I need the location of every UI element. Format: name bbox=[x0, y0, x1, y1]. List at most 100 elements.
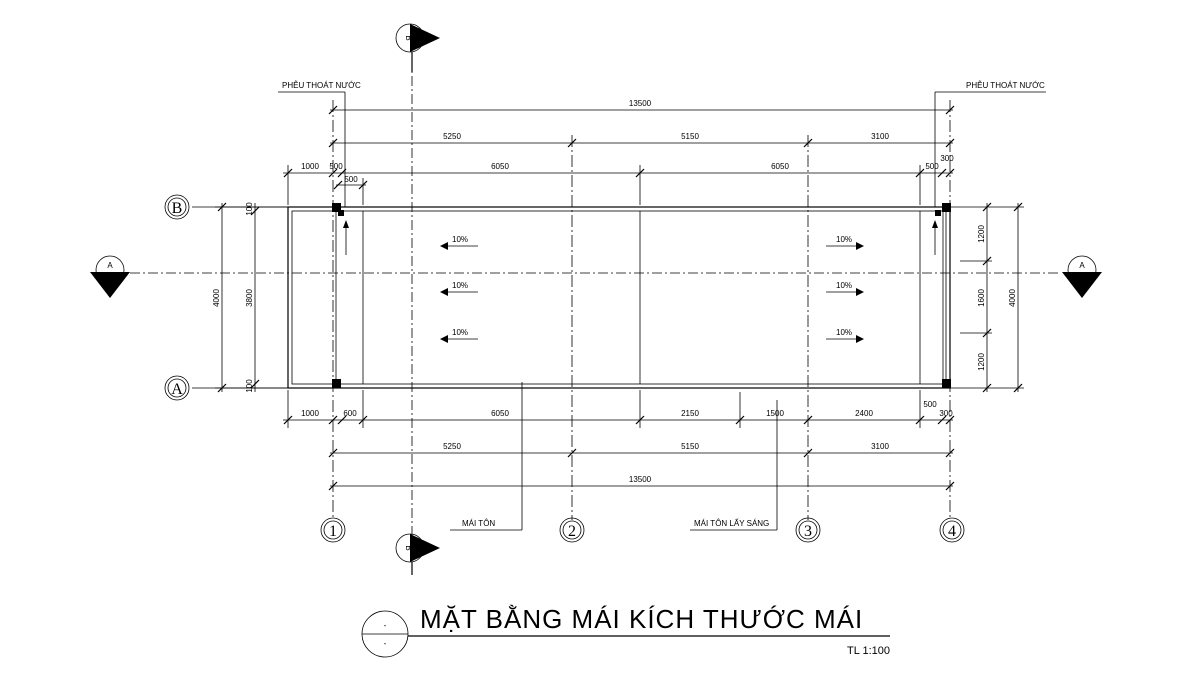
label-funnel-right: PHỄU THOÁT NƯỚC bbox=[966, 81, 1045, 90]
axis-bubble-3-inner bbox=[798, 520, 818, 540]
section-arrow-a-right-icon bbox=[1062, 272, 1102, 298]
axis-bubble-1-inner bbox=[323, 520, 343, 540]
funnel-right-icon bbox=[935, 210, 941, 216]
dim-right-3: 1200 bbox=[977, 353, 986, 371]
column-b1 bbox=[332, 203, 341, 212]
axis-bubble-1 bbox=[320, 517, 346, 543]
column-a4 bbox=[942, 379, 951, 388]
dim-bottom-detail-3: 6050 bbox=[491, 409, 509, 418]
axis-bubble-2 bbox=[559, 517, 585, 543]
dim-right-total: 4000 bbox=[1008, 289, 1017, 307]
slope-arrowhead-left-1 bbox=[440, 242, 448, 250]
funnel-right-arrowhead bbox=[932, 220, 938, 228]
dim-bottom-detail-1: 1000 bbox=[301, 409, 319, 418]
axis-label-2: 2 bbox=[568, 523, 576, 540]
section-arrow-a-left-icon bbox=[90, 272, 130, 298]
axis-bubble-a bbox=[164, 375, 190, 401]
tick bbox=[337, 415, 347, 425]
tick bbox=[945, 481, 955, 491]
slope-arrowhead-right-2 bbox=[856, 288, 864, 296]
tick bbox=[328, 448, 338, 458]
axis-label-a: A bbox=[171, 381, 183, 398]
grid-bubbles: 1 2 3 4 B A bbox=[164, 194, 965, 543]
column-a1 bbox=[332, 379, 341, 388]
left-dimensions: 4000 3800 100 100 bbox=[212, 202, 288, 393]
slope-label-right-3: 10% bbox=[836, 328, 852, 337]
tick bbox=[945, 138, 955, 148]
label-skylight: MÁI TÔN LẤY SÁNG bbox=[694, 518, 769, 528]
slope-label-left-1: 10% bbox=[452, 235, 468, 244]
tick bbox=[333, 180, 343, 190]
dim-top-detail-5: 500 bbox=[925, 162, 939, 171]
dim-bottom-grid-1: 5250 bbox=[443, 442, 461, 451]
axis-label-3: 3 bbox=[804, 523, 812, 540]
slope-arrowhead-right-1 bbox=[856, 242, 864, 250]
tick bbox=[803, 138, 813, 148]
slope-label-right-2: 10% bbox=[836, 281, 852, 290]
axis-label-b: B bbox=[172, 200, 183, 217]
slope-label-left-3: 10% bbox=[452, 328, 468, 337]
tick bbox=[937, 415, 947, 425]
dim-left-top-offset: 100 bbox=[245, 202, 254, 216]
tick bbox=[328, 138, 338, 148]
leader-labels: PHỄU THOÁT NƯỚC PHỄU THOÁT NƯỚC MÁI TÔN … bbox=[278, 81, 1046, 531]
drawing-scale: TL 1:100 bbox=[847, 645, 890, 657]
tick bbox=[945, 415, 955, 425]
tick bbox=[803, 415, 813, 425]
dim-bottom-detail-2: 600 bbox=[343, 409, 357, 418]
tick bbox=[250, 206, 260, 216]
dim-top-detail-1: 1000 bbox=[301, 162, 319, 171]
label-funnel-left: PHỄU THOÁT NƯỚC bbox=[282, 81, 361, 90]
dim-bottom-detail-7: 500 bbox=[923, 400, 937, 409]
dim-top-grid-2: 5150 bbox=[681, 132, 699, 141]
axis-bubble-2-inner bbox=[562, 520, 582, 540]
dim-bottom-detail-5: 1500 bbox=[766, 409, 784, 418]
tick bbox=[328, 168, 338, 178]
axis-label-1: 1 bbox=[329, 523, 337, 540]
dim-right-2: 1600 bbox=[977, 289, 986, 307]
section-label-b-bottom: B bbox=[404, 545, 413, 550]
dim-top-detail-4: 6050 bbox=[771, 162, 789, 171]
slope-arrowhead-right-3 bbox=[856, 335, 864, 343]
roof-outer-edge bbox=[287, 206, 951, 389]
dim-bottom-total: 13500 bbox=[629, 475, 652, 484]
roof-outline bbox=[287, 203, 951, 389]
title-marker-top: - bbox=[384, 621, 387, 630]
title-marker-bottom: - bbox=[384, 639, 387, 648]
axis-bubble-b-inner bbox=[167, 197, 187, 217]
bottom-dimensions: 1000 600 6050 2150 1500 2400 500 300 525… bbox=[283, 390, 955, 491]
tick bbox=[945, 448, 955, 458]
tick bbox=[803, 448, 813, 458]
funnel-left-icon bbox=[338, 210, 344, 216]
section-label-b-top: B bbox=[404, 35, 413, 40]
section-arrow-b-bottom-icon bbox=[410, 534, 440, 562]
dim-bottom-grid-2: 5150 bbox=[681, 442, 699, 451]
slope-arrowhead-left-2 bbox=[440, 288, 448, 296]
dim-bottom-detail-4: 2150 bbox=[681, 409, 699, 418]
slope-label-right-1: 10% bbox=[836, 235, 852, 244]
tick bbox=[328, 415, 338, 425]
tick bbox=[567, 448, 577, 458]
title-block: - - MẶT BẰNG MÁI KÍCH THƯỚC MÁI TL 1:100 bbox=[361, 604, 890, 658]
tick bbox=[945, 168, 955, 178]
dim-left-inner: 3800 bbox=[245, 289, 254, 307]
top-dimensions: 13500 5250 5150 3100 1000 500 6050 6050 … bbox=[283, 99, 955, 205]
slope-arrows: 10% 10% 10% 10% 10% 10% bbox=[440, 235, 864, 343]
dim-top-grid-3: 3100 bbox=[871, 132, 889, 141]
axis-label-4: 4 bbox=[948, 523, 956, 540]
tick bbox=[937, 168, 947, 178]
right-dimensions: 1200 1600 1200 4000 bbox=[950, 202, 1024, 393]
section-lines bbox=[130, 40, 1060, 560]
column-b4 bbox=[942, 203, 951, 212]
section-arrow-b-top-icon bbox=[410, 24, 440, 52]
tick bbox=[945, 105, 955, 115]
drawing-title: MẶT BẰNG MÁI KÍCH THƯỚC MÁI bbox=[420, 604, 863, 634]
dim-bottom-detail-8: 300 bbox=[939, 409, 953, 418]
axis-bubble-4 bbox=[939, 517, 965, 543]
dim-bottom-grid-3: 3100 bbox=[871, 442, 889, 451]
dim-bottom-detail-6: 2400 bbox=[855, 409, 873, 418]
slope-arrowhead-left-3 bbox=[440, 335, 448, 343]
dim-right-1: 1200 bbox=[977, 225, 986, 243]
dim-top-detail-6: 300 bbox=[940, 154, 954, 163]
